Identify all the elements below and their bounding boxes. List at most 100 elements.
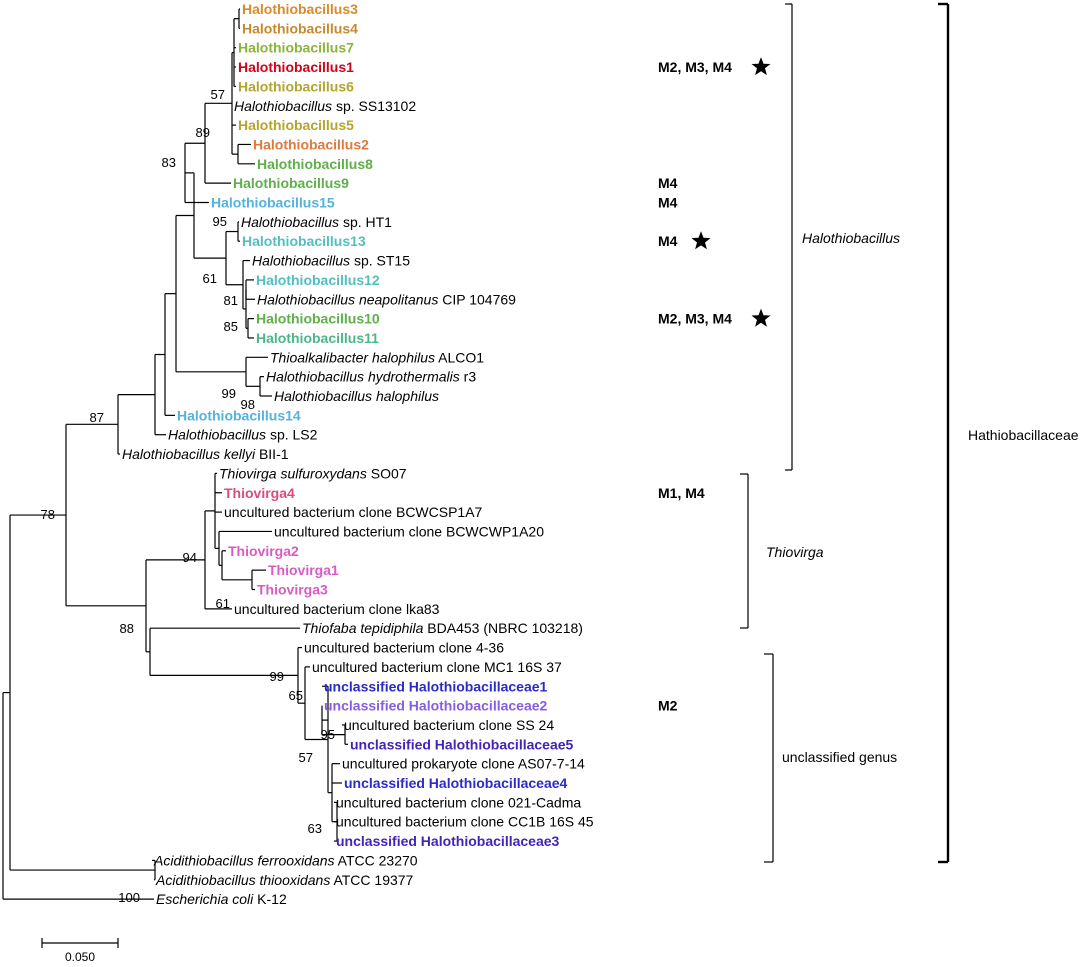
bootstrap-value: 100 — [118, 890, 140, 905]
taxon-label-part: Halothiobacillus kellyi — [122, 446, 256, 462]
taxon-label: uncultured prokaryote clone AS07-7-14 — [342, 756, 585, 772]
scale-bar-label: 0.050 — [65, 950, 95, 964]
star-icon — [751, 308, 771, 327]
taxon-label: uncultured bacterium clone SS 24 — [344, 717, 554, 733]
taxon-label: unclassified Halothiobacillaceae1 — [324, 678, 548, 694]
taxon-label-part: uncultured prokaryote clone AS07-7-14 — [342, 756, 585, 772]
taxon-label-part: uncultured bacterium clone CC1B 16S 45 — [336, 814, 594, 830]
taxon-label-part: CIP 104769 — [438, 291, 516, 307]
taxon-label-part: uncultured bacterium clone lka83 — [234, 601, 440, 617]
taxon-label: unclassified Halothiobacillaceae5 — [350, 736, 574, 752]
bootstrap-value: 57 — [299, 750, 313, 765]
taxon-label-part: Halothiobacillus11 — [256, 330, 379, 346]
taxon-label-part: sp. HT1 — [339, 214, 392, 230]
taxon-label: uncultured bacterium clone BCWCWP1A20 — [274, 523, 544, 539]
taxon-label-part: Thioalkalibacter halophilus — [270, 349, 435, 365]
taxon-label-part: uncultured bacterium clone 021-Cadma — [336, 794, 581, 810]
taxon-label: Halothiobacillus10 — [256, 311, 380, 327]
taxon-label-part: SO07 — [367, 465, 407, 481]
bootstrap-value: 88 — [120, 621, 134, 636]
taxon-label: Halothiobacillus kellyi BII-1 — [122, 446, 289, 462]
taxon-label: Halothiobacillus7 — [238, 40, 354, 56]
taxon-label: Halothiobacillus15 — [211, 195, 335, 211]
taxon-label: uncultured bacterium clone lka83 — [234, 601, 440, 617]
tree-branches — [2, 8, 348, 900]
taxon-label: Halothiobacillus13 — [242, 233, 366, 249]
taxon-label: Acidithiobacillus thiooxidans ATCC 19377 — [155, 872, 414, 888]
bootstrap-value: 65 — [289, 688, 303, 703]
taxon-label-part: Halothiobacillus — [241, 214, 339, 230]
media-mark: M2, M3, M4 — [658, 311, 732, 327]
taxon-label: unclassified Halothiobacillaceae2 — [324, 698, 548, 714]
taxon-label-part: Thiovirga1 — [268, 562, 339, 578]
taxon-label-part: unclassified Halothiobacillaceae3 — [336, 833, 560, 849]
clade-label-thiovirga: Thiovirga — [766, 544, 824, 560]
taxon-label: Halothiobacillus4 — [242, 20, 358, 36]
taxon-label-part: Halothiobacillus10 — [256, 311, 380, 327]
bootstrap-value: 85 — [224, 319, 238, 334]
taxon-label-part: Halothiobacillus6 — [238, 78, 354, 94]
taxon-label-part: sp. SS13102 — [332, 98, 416, 114]
taxon-label: Halothiobacillus sp. SS13102 — [234, 98, 416, 114]
taxon-label-part: Halothiobacillus9 — [233, 175, 349, 191]
taxon-label-part: Acidithiobacillus thiooxidans — [155, 872, 330, 888]
taxon-label-part: sp. ST15 — [350, 253, 410, 269]
taxon-label-part: Thiovirga2 — [228, 543, 299, 559]
star-icon — [691, 231, 711, 250]
media-mark: M4 — [658, 233, 678, 249]
bootstrap-value: 63 — [308, 821, 322, 836]
bootstrap-value: 98 — [241, 397, 255, 412]
taxon-label: Halothiobacillus12 — [256, 272, 380, 288]
taxon-label: unclassified Halothiobacillaceae3 — [336, 833, 560, 849]
taxon-label: Thiovirga sulfuroxydans SO07 — [219, 465, 407, 481]
taxon-label: Halothiobacillus5 — [238, 117, 354, 133]
taxon-label-part: Halothiobacillus13 — [242, 233, 366, 249]
taxon-label: Halothiobacillus2 — [253, 136, 369, 152]
taxon-label: uncultured bacterium clone 021-Cadma — [336, 794, 581, 810]
taxon-label-part: Halothiobacillus hydrothermalis — [266, 369, 460, 385]
taxon-label: Halothiobacillus14 — [177, 407, 301, 423]
taxon-label-part: ATCC 23270 — [335, 852, 418, 868]
taxon-label-part: Thiovirga4 — [224, 485, 295, 501]
taxon-label-part: Escherichia coli — [156, 891, 254, 907]
bootstrap-value: 99 — [222, 386, 236, 401]
taxon-label-part: K-12 — [253, 891, 287, 907]
bootstrap-value: 94 — [183, 550, 197, 565]
taxon-label-part: sp. LS2 — [266, 427, 318, 443]
taxon-label: Halothiobacillus8 — [257, 156, 373, 172]
taxon-label-part: Halothiobacillus7 — [238, 40, 354, 56]
media-mark: M2 — [658, 698, 678, 714]
taxon-label-part: r3 — [460, 369, 477, 385]
taxon-label-part: Halothiobacillus neapolitanus — [257, 291, 438, 307]
media-mark: M4 — [658, 195, 678, 211]
bootstrap-value: 61 — [216, 596, 230, 611]
taxon-label-part: Thiovirga sulfuroxydans — [219, 465, 367, 481]
media-mark: M1, M4 — [658, 485, 705, 501]
taxon-label-part: Halothiobacillus8 — [257, 156, 373, 172]
clade-brackets — [740, 2, 950, 864]
taxon-label: Halothiobacillus sp. HT1 — [241, 214, 392, 230]
taxon-label: Halothiobacillus neapolitanus CIP 104769 — [257, 291, 516, 307]
taxon-label-part: Halothiobacillus — [168, 427, 266, 443]
taxon-label: Thiovirga3 — [257, 582, 328, 598]
taxon-label: Halothiobacillus9 — [233, 175, 349, 191]
taxon-label: Halothiobacillus halophilus — [274, 388, 439, 404]
family-label: Hathiobacillaceae — [968, 427, 1079, 443]
taxon-labels: Halothiobacillus3Halothiobacillus4Haloth… — [122, 1, 594, 907]
taxon-label: Halothiobacillus1 — [238, 59, 354, 75]
clade-label-halothiobacillus: Halothiobacillus — [802, 230, 900, 246]
taxon-label: Halothiobacillus3 — [242, 1, 358, 17]
taxon-label-part: Halothiobacillus halophilus — [274, 388, 439, 404]
taxon-label-part: Halothiobacillus3 — [242, 1, 358, 17]
taxon-label-part: Halothiobacillus5 — [238, 117, 354, 133]
taxon-label: Escherichia coli K-12 — [156, 891, 287, 907]
bootstrap-value: 57 — [211, 87, 225, 102]
star-icon — [751, 57, 771, 76]
taxon-label-part: uncultured bacterium clone MC1 16S 37 — [312, 659, 562, 675]
bootstrap-value: 78 — [41, 507, 55, 522]
taxon-label: Halothiobacillus sp. ST15 — [252, 253, 410, 269]
taxon-label: uncultured bacterium clone MC1 16S 37 — [312, 659, 562, 675]
taxon-label-part: Halothiobacillus — [252, 253, 350, 269]
